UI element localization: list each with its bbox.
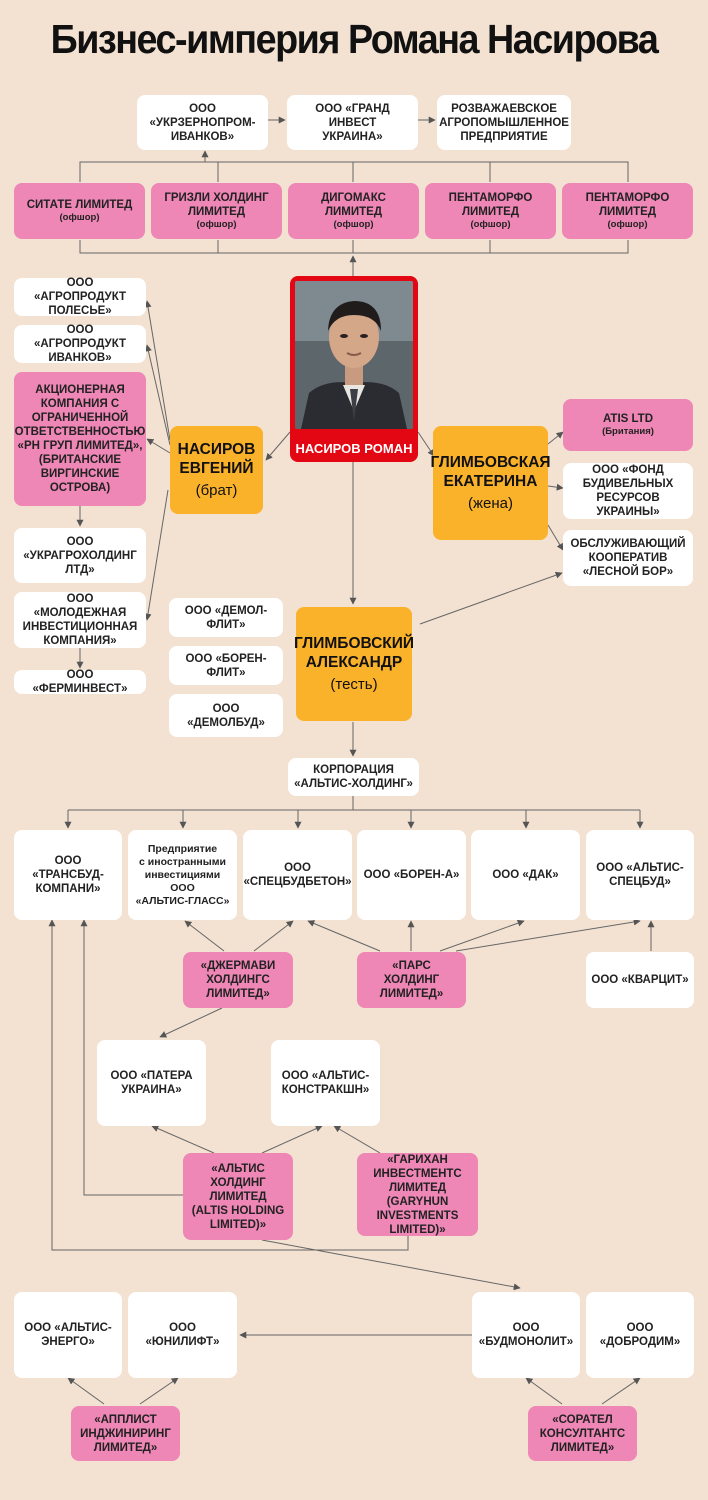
- offshore-note: (офшор): [607, 219, 648, 230]
- offshore-pars: «ПАРС ХОЛДИНГ ЛИМИТЕД»: [357, 952, 466, 1008]
- company-boren-flit: ООО «БОРЕН- ФЛИТ»: [169, 646, 283, 685]
- company-dobrodim: ООО «ДОБРОДИМ»: [586, 1292, 694, 1378]
- offshore-name: СИТАТЕ ЛИМИТЕД: [26, 199, 133, 211]
- offshore-name: ГРИЗЛИ ХОЛДИНГ ЛИМИТЕД: [164, 192, 269, 218]
- photo-label: НАСИРОВ РОМАН: [295, 441, 413, 456]
- company-altis-holding-corp: КОРПОРАЦИЯ «АЛЬТИС-ХОЛДИНГ»: [288, 758, 419, 796]
- company-altis-specbud: ООО «АЛЬТИС- СПЕЦБУД»: [586, 830, 694, 920]
- person-nasirov-evgeniy: НАСИРОВ ЕВГЕНИЙ (брат): [170, 426, 263, 514]
- offshore-note: (офшор): [196, 219, 237, 230]
- offshore-name: ПЕНТАМОРФО ЛИМИТЕД: [585, 192, 670, 218]
- company-demolbud: ООО «ДЕМОЛБУД»: [169, 694, 283, 737]
- offshore-pentamorfo-2: ПЕНТАМОРФО ЛИМИТЕД (офшор): [562, 183, 693, 239]
- offshore-pentamorfo-1: ПЕНТАМОРФО ЛИМИТЕД (офшор): [425, 183, 556, 239]
- offshore-atis-ltd: ATIS LTD (Британия): [563, 399, 693, 451]
- offshore-name: ATIS LTD: [602, 413, 654, 425]
- offshore-note: (офшор): [470, 219, 511, 230]
- offshore-altis-holding-limited: «АЛЬТИС ХОЛДИНГ ЛИМИТЕД (ALTIS HOLDING L…: [183, 1153, 293, 1240]
- company-kvarcit: ООО «КВАРЦИТ»: [586, 952, 694, 1008]
- portrait-image: [295, 281, 413, 429]
- company-ukragroholding: ООО «УКРАГРОХОЛДИНГ ЛТД»: [14, 528, 146, 583]
- company-yunilift: ООО «ЮНИЛИФТ»: [128, 1292, 237, 1378]
- company-molodezhnaya: ООО «МОЛОДЕЖНАЯ ИНВЕСТИЦИОННАЯ КОМПАНИЯ»: [14, 592, 146, 648]
- company-patera: ООО «ПАТЕРА УКРАИНА»: [97, 1040, 206, 1126]
- company-rozvazhaevskoe: РОЗВАЖАЕВСКОЕ АГРОПОМЫШЛЕННОЕ ПРЕДПРИЯТИ…: [437, 95, 571, 150]
- offshore-rn-group: АКЦИОНЕРНАЯ КОМПАНИЯ С ОГРАНИЧЕННОЙ ОТВЕ…: [14, 372, 146, 506]
- person-glimbovskiy-alexandr: ГЛИМБОВСКИЙ АЛЕКСАНДР (тесть): [293, 607, 415, 721]
- company-demol-flit: ООО «ДЕМОЛ- ФЛИТ»: [169, 598, 283, 637]
- offshore-digomaks: ДИГОМАКС ЛИМИТЕД (офшор): [288, 183, 419, 239]
- company-grand-invest: ООО «ГРАНД ИНВЕСТ УКРАИНА»: [287, 95, 418, 150]
- person-glimbovskaya-ekaterina: ГЛИМБОВСКАЯ ЕКАТЕРИНА (жена): [430, 426, 551, 540]
- offshore-name: ДИГОМАКС ЛИМИТЕД: [321, 192, 386, 218]
- company-altis-energo: ООО «АЛЬТИС- ЭНЕРГО»: [14, 1292, 122, 1378]
- offshore-note: (Британия): [602, 426, 654, 437]
- company-fond-budivelnyh: ООО «ФОНД БУДИВЕЛЬНЫХ РЕСУРСОВ УКРАИНЫ»: [563, 463, 693, 519]
- person-role: (жена): [468, 495, 513, 512]
- offshore-grizli: ГРИЗЛИ ХОЛДИНГ ЛИМИТЕД (офшор): [151, 183, 282, 239]
- person-role: (тесть): [330, 676, 378, 693]
- offshore-sitate: СИТАТЕ ЛИМИТЕД (офшор): [14, 183, 145, 239]
- photo-nasirov-roman: НАСИРОВ РОМАН: [290, 276, 418, 462]
- person-name: ГЛИМБОВСКИЙ АЛЕКСАНДР: [293, 635, 415, 671]
- person-name: ГЛИМБОВСКАЯ ЕКАТЕРИНА: [430, 454, 551, 490]
- offshore-djermavi: «ДЖЕРМАВИ ХОЛДИНГС ЛИМИТЕД»: [183, 952, 293, 1008]
- company-altis-constr: ООО «АЛЬТИС- КОНСТРАКШН»: [271, 1040, 380, 1126]
- offshore-applist: «АППЛИСТ ИНДЖИНИРИНГ ЛИМИТЕД»: [71, 1406, 180, 1461]
- company-altis-glass: Предприятие с иностранными инвестициями …: [128, 830, 237, 920]
- company-ukrzernoprom-ivankov: ООО «УКРЗЕРНОПРОМ- ИВАНКОВ»: [137, 95, 268, 150]
- company-ferminvest: ООО «ФЕРМИНВЕСТ»: [14, 669, 146, 695]
- company-lesnoy-bor: ОБСЛУЖИВАЮЩИЙ КООПЕРАТИВ «ЛЕСНОЙ БОР»: [563, 530, 693, 586]
- person-role: (брат): [195, 482, 238, 499]
- company-transbud: ООО «ТРАНСБУД- КОМПАНИ»: [14, 830, 122, 920]
- company-agroprodukt-polesye: ООО «АГРОПРОДУКТ ПОЛЕСЬЕ»: [14, 277, 146, 317]
- person-name: НАСИРОВ ЕВГЕНИЙ: [177, 441, 256, 477]
- offshore-note: (офшор): [59, 212, 100, 223]
- offshore-note: (офшор): [333, 219, 374, 230]
- offshore-name: ПЕНТАМОРФО ЛИМИТЕД: [448, 192, 533, 218]
- offshore-garikhan: «ГАРИХАН ИНВЕСТМЕНТС ЛИМИТЕД (GARYHUN IN…: [357, 1153, 478, 1236]
- company-dak: ООО «ДАК»: [471, 830, 580, 920]
- page-title: Бизнес-империя Романа Насирова: [50, 16, 659, 62]
- company-boren-a: ООО «БОРЕН-А»: [357, 830, 466, 920]
- company-agroprodukt-ivankov: ООО «АГРОПРОДУКТ ИВАНКОВ»: [14, 324, 146, 364]
- company-specbudbeton: ООО «СПЕЦБУДБЕТОН»: [243, 830, 352, 920]
- portrait-icon: [295, 281, 413, 429]
- company-budmonolit: ООО «БУДМОНОЛИТ»: [472, 1292, 580, 1378]
- offshore-soratel: «СОРАТЕЛ КОНСУЛТАНТС ЛИМИТЕД»: [528, 1406, 637, 1461]
